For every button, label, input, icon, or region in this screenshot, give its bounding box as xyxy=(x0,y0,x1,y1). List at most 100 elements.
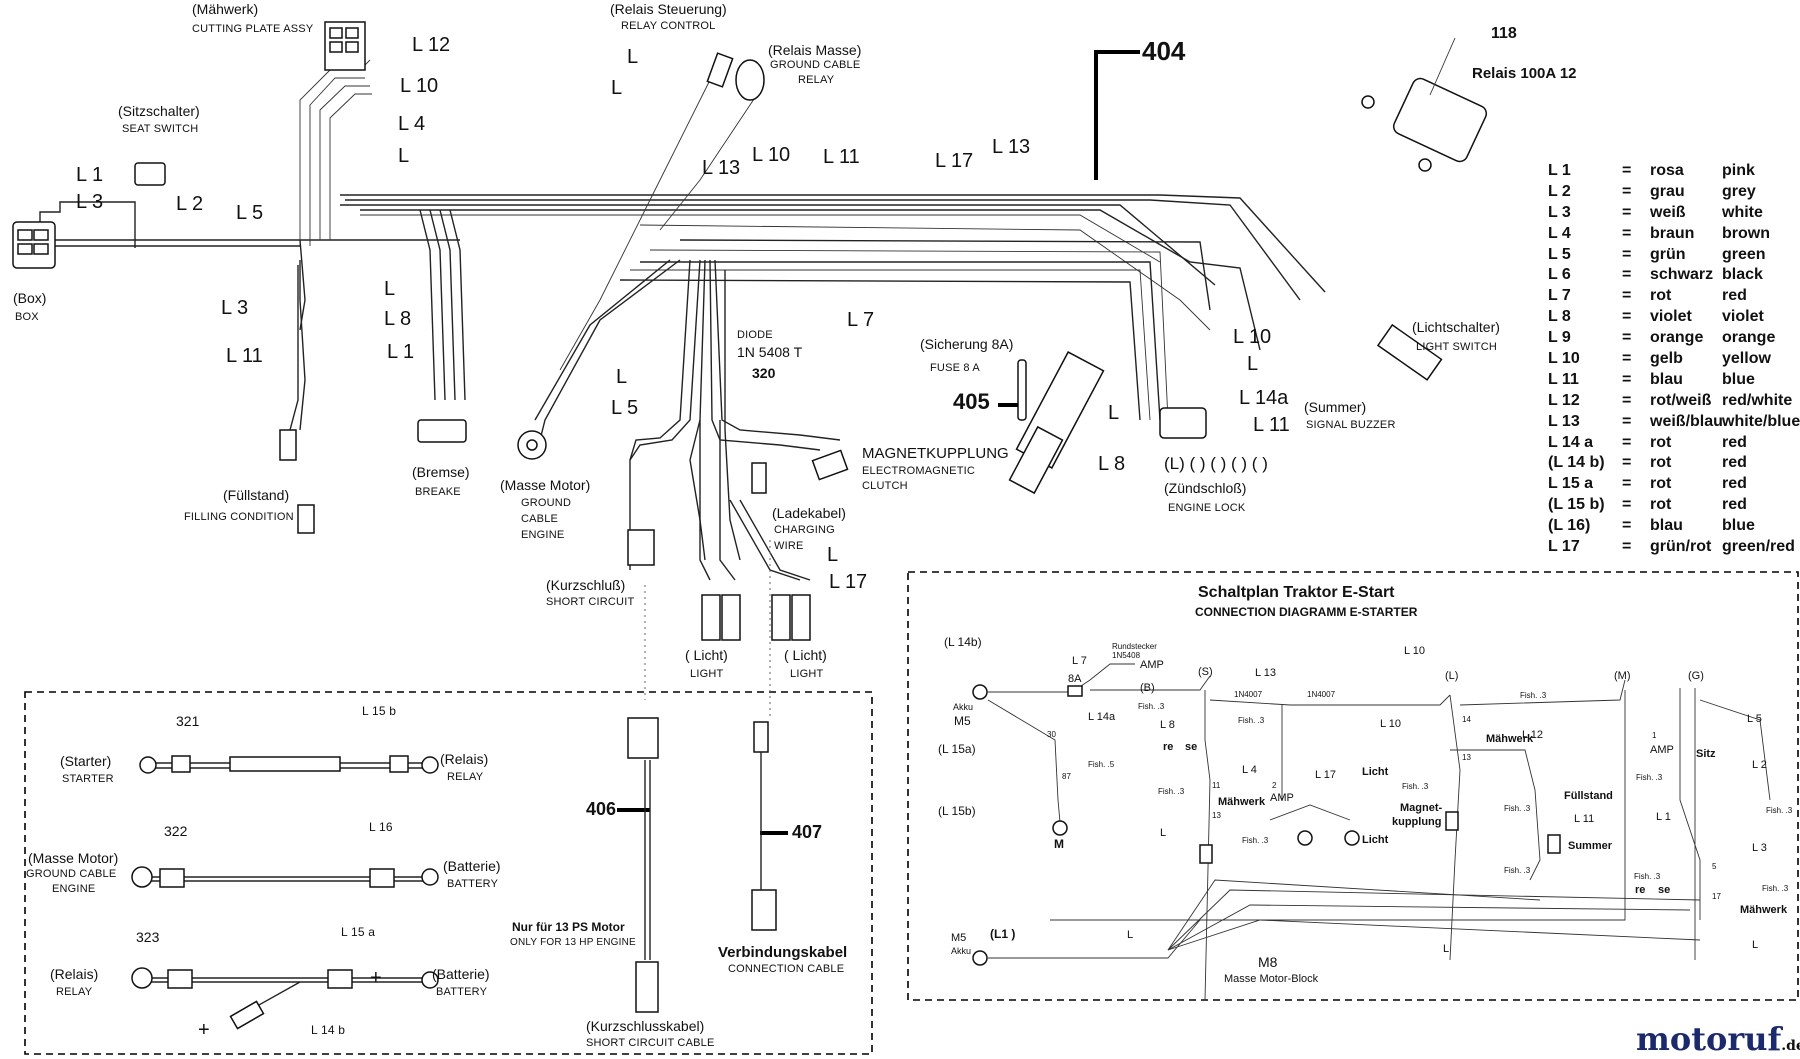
legend-color-en: brown xyxy=(1722,224,1770,242)
buzzer-label: (Summer) xyxy=(1304,399,1367,415)
schematic-label-fish3c: Fish. .3 xyxy=(1158,787,1185,796)
schematic-label-m5a: M5 xyxy=(954,714,971,728)
wire-label-l11: L 11 xyxy=(226,345,263,367)
relay-control-label: (Relais Steuerung) xyxy=(610,1,727,17)
legend-color-de: violet xyxy=(1650,308,1692,326)
legend-equals: = xyxy=(1622,433,1632,451)
wire-label-l-b: L xyxy=(384,278,396,300)
schematic-label-d1n4007a: 1N4007 xyxy=(1234,690,1263,699)
only-13hp-sublabel: ONLY FOR 13 HP ENGINE xyxy=(510,937,636,948)
legend-equals: = xyxy=(1622,182,1632,200)
legend-color-de: rot/weiß xyxy=(1650,391,1712,409)
schematic-label-l2: L 2 xyxy=(1752,759,1767,771)
schematic-label-magnet1: Magnet- xyxy=(1400,802,1443,814)
legend-color-de: rot xyxy=(1650,454,1672,472)
legend-code: L 8 xyxy=(1548,308,1571,326)
schematic-label-mahwerk1: Mähwerk xyxy=(1218,796,1266,808)
schematic-label-m: M xyxy=(1054,837,1064,851)
schematic-label-l13: L 13 xyxy=(1255,667,1277,679)
callout-405: 405 xyxy=(953,389,990,414)
schematic-label-n14: 14 xyxy=(1462,715,1471,724)
schematic-label-fish3h: Fish. .3 xyxy=(1504,866,1531,875)
seat-switch-sublabel: SEAT SWITCH xyxy=(122,123,199,135)
schematic-label-amp1: AMP xyxy=(1140,659,1164,671)
legend-color-de: rot xyxy=(1650,433,1672,451)
starter-sublabel: STARTER xyxy=(62,773,114,785)
component-shapes xyxy=(12,21,1488,1013)
legend-color-de: rot xyxy=(1650,475,1672,493)
schematic-drawing xyxy=(972,663,1771,1001)
schematic-label-rundstecker: Rundstecker xyxy=(1112,642,1157,651)
short-circuit-sublabel: SHORT CIRCUIT xyxy=(546,596,635,608)
charging-label: (Ladekabel) xyxy=(772,505,846,521)
schematic-label-n2: 2 xyxy=(1272,781,1277,790)
schematic-label-g: (G) xyxy=(1688,670,1704,682)
schematic-label-m8: M8 xyxy=(1258,954,1278,970)
wire-label-l17: L 17 xyxy=(935,150,974,172)
legend-equals: = xyxy=(1622,370,1632,388)
wire-label-l-e: L xyxy=(1247,353,1259,375)
legend-equals: = xyxy=(1622,517,1632,535)
legend-color-de: orange xyxy=(1650,329,1704,347)
wire-label-l11-b: L 11 xyxy=(823,146,860,168)
short-cable-label: (Kurzschlusskabel) xyxy=(586,1018,705,1034)
wire-label-l1: L 1 xyxy=(76,164,104,186)
starter-label: (Starter) xyxy=(60,753,112,769)
relay-ground-sublabel-1: GROUND CABLE xyxy=(770,59,861,71)
wire-label-l: L xyxy=(398,145,410,167)
callout-320: 320 xyxy=(752,365,776,381)
schematic-label-lg: (L) xyxy=(1445,670,1459,682)
schematic-label-l5: L 5 xyxy=(1747,713,1762,725)
schematic-label-l-s2: L xyxy=(1752,939,1759,951)
callout-321: 321 xyxy=(176,713,200,729)
light-1-label: ( Licht) xyxy=(685,647,728,663)
brake-label: (Bremse) xyxy=(412,464,470,480)
legend-code: (L 15 b) xyxy=(1548,496,1605,514)
schematic-label-l3: L 3 xyxy=(1752,842,1767,854)
legend-color-en: grey xyxy=(1722,182,1756,200)
relay-100a-label: Relais 100A 12 xyxy=(1472,65,1577,82)
schematic-label-l4: L 4 xyxy=(1242,764,1257,776)
motor-ground-label: (Masse Motor) xyxy=(500,477,591,493)
schematic-label-fish3g: Fish. .3 xyxy=(1504,804,1531,813)
engine-lock-label: (Zündschloß) xyxy=(1164,480,1247,496)
schematic-label-fish5: Fish. .5 xyxy=(1088,760,1115,769)
light-switch-label: (Lichtschalter) xyxy=(1412,319,1500,335)
legend-equals: = xyxy=(1622,391,1632,409)
diode-label-1: DIODE xyxy=(737,329,773,341)
legend-color-de: weiß/blau xyxy=(1650,412,1723,430)
wire-label-l13-b: L 13 xyxy=(992,136,1031,158)
wire-label-l14a: L 14a xyxy=(1239,387,1289,409)
schematic-label-fish3l: Fish. .3 xyxy=(1762,884,1789,893)
legend-code: (L 14 b) xyxy=(1548,454,1605,472)
engine-lock-sublabel: ENGINE LOCK xyxy=(1168,502,1246,514)
legend-code: L 3 xyxy=(1548,203,1571,221)
schematic-label-l1b: (L1 ) xyxy=(990,927,1016,941)
light-2-sublabel: LIGHT xyxy=(790,668,824,680)
schematic-label-akku1: Akku xyxy=(953,702,974,712)
schematic-label-sitz: Sitz xyxy=(1696,748,1716,760)
legend-color-en: red xyxy=(1722,433,1747,451)
schematic-label-fish3f: Fish. .3 xyxy=(1402,782,1429,791)
schematic-label-fish3e: Fish. .3 xyxy=(1520,691,1547,700)
callout-407: 407 xyxy=(792,822,823,842)
schematic-label-l15a: (L 15a) xyxy=(938,742,976,756)
legend-color-en: black xyxy=(1722,266,1763,284)
schematic-label-l-s3: L xyxy=(1127,929,1134,941)
schematic-frame xyxy=(907,571,1799,1001)
legend-equals: = xyxy=(1622,412,1632,430)
brand-name: motoruf xyxy=(1636,1020,1782,1058)
schematic-title: Schaltplan Traktor E-Start xyxy=(1198,584,1395,601)
schematic-label-akku2: Akku xyxy=(951,946,972,956)
wire-label-l10: L 10 xyxy=(400,75,439,97)
light-switch-sublabel: LIGHT SWITCH xyxy=(1416,341,1498,353)
legend-equals: = xyxy=(1622,203,1632,221)
schematic-label-n30: 30 xyxy=(1047,730,1056,739)
wire-label-l1-b: L 1 xyxy=(387,341,415,363)
